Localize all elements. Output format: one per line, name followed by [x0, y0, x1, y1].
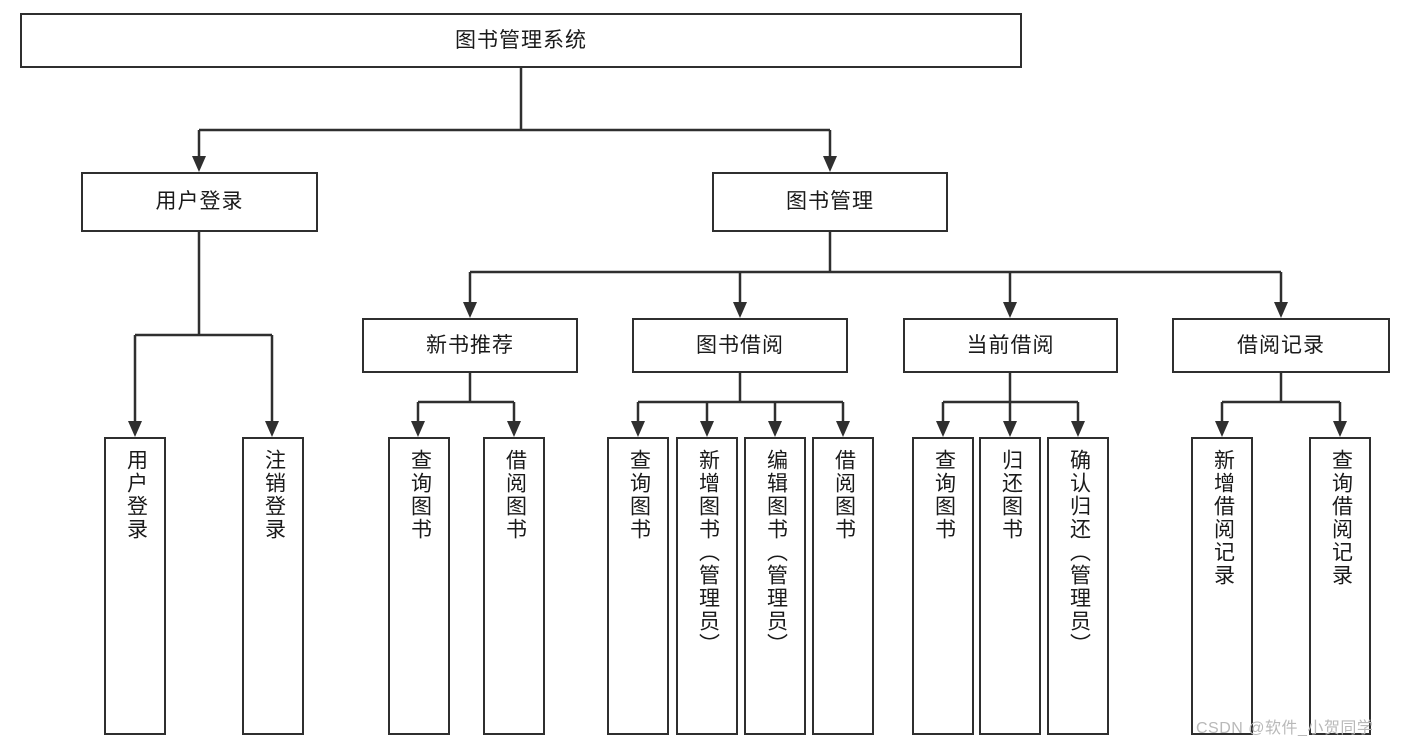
leaf-query-book-newbook[interactable]: 查询图书 — [388, 437, 450, 735]
leaf-add-book-admin-label: 新增图书（管理员） — [696, 449, 720, 656]
arrowhead-leaf-borrow-book-1 — [507, 421, 521, 437]
arrowhead-leaf-borrow-book-2 — [836, 421, 850, 437]
node-root-system-label: 图书管理系统 — [455, 28, 587, 52]
arrowhead-leaf-query-record — [1333, 421, 1347, 437]
node-new-book-recommend-label: 新书推荐 — [426, 333, 514, 357]
arrowhead-currentborrow — [1003, 302, 1017, 318]
leaf-edit-book-admin-label: 编辑图书（管理员） — [764, 449, 788, 656]
leaf-borrow-book-newbook-label: 借阅图书 — [503, 449, 527, 541]
arrowhead-leaf-return-book — [1003, 421, 1017, 437]
leaf-return-book[interactable]: 归还图书 — [979, 437, 1041, 735]
leaf-logout-label: 注销登录 — [262, 449, 286, 541]
node-book-borrow-label: 图书借阅 — [696, 333, 784, 357]
node-book-management[interactable]: 图书管理 — [712, 172, 948, 232]
leaf-add-borrow-record-label: 新增借阅记录 — [1211, 449, 1235, 587]
leaf-query-book-newbook-label: 查询图书 — [408, 449, 432, 541]
arrowhead-leaf-user-login — [128, 421, 142, 437]
arrowhead-leaf-query-book-2 — [631, 421, 645, 437]
leaf-confirm-return-admin-label: 确认归还（管理员） — [1067, 449, 1091, 656]
leaf-add-book-admin[interactable]: 新增图书（管理员） — [676, 437, 738, 735]
arrowhead-bookborrow — [733, 302, 747, 318]
leaf-query-book-borrow[interactable]: 查询图书 — [607, 437, 669, 735]
leaf-borrow-book-newbook[interactable]: 借阅图书 — [483, 437, 545, 735]
leaf-edit-book-admin[interactable]: 编辑图书（管理员） — [744, 437, 806, 735]
arrowhead-userlogin — [192, 156, 206, 172]
arrowhead-newbook — [463, 302, 477, 318]
leaf-add-borrow-record[interactable]: 新增借阅记录 — [1191, 437, 1253, 735]
node-book-borrow[interactable]: 图书借阅 — [632, 318, 848, 373]
leaf-borrow-book-borrow-label: 借阅图书 — [832, 449, 856, 541]
node-user-login-label: 用户登录 — [155, 190, 244, 214]
node-new-book-recommend[interactable]: 新书推荐 — [362, 318, 578, 373]
leaf-query-borrow-record[interactable]: 查询借阅记录 — [1309, 437, 1371, 735]
leaf-query-book-current-label: 查询图书 — [932, 449, 956, 541]
leaf-user-login[interactable]: 用户登录 — [104, 437, 166, 735]
arrowhead-leaf-logout — [265, 421, 279, 437]
node-current-borrow-label: 当前借阅 — [966, 333, 1055, 357]
watermark: CSDN @软件_小贺同学 — [1196, 720, 1374, 737]
leaf-return-book-label: 归还图书 — [999, 449, 1023, 541]
arrowhead-leaf-add-record — [1215, 421, 1229, 437]
node-borrow-record-label: 借阅记录 — [1237, 333, 1325, 357]
leaf-logout[interactable]: 注销登录 — [242, 437, 304, 735]
leaf-query-book-borrow-label: 查询图书 — [627, 449, 651, 541]
node-borrow-record[interactable]: 借阅记录 — [1172, 318, 1390, 373]
arrowhead-bookmgmt — [823, 156, 837, 172]
node-current-borrow[interactable]: 当前借阅 — [903, 318, 1118, 373]
leaf-borrow-book-borrow[interactable]: 借阅图书 — [812, 437, 874, 735]
node-root-system[interactable]: 图书管理系统 — [20, 13, 1022, 68]
arrowhead-leaf-confirm-return — [1071, 421, 1085, 437]
node-book-management-label: 图书管理 — [786, 190, 874, 214]
arrowhead-leaf-query-book-1 — [411, 421, 425, 437]
leaf-confirm-return-admin[interactable]: 确认归还（管理员） — [1047, 437, 1109, 735]
leaf-user-login-label: 用户登录 — [124, 449, 148, 541]
arrowhead-leaf-edit-book — [768, 421, 782, 437]
arrowhead-leaf-query-book-3 — [936, 421, 950, 437]
arrowhead-leaf-add-book — [700, 421, 714, 437]
node-user-login[interactable]: 用户登录 — [81, 172, 318, 232]
arrowhead-borrowrecord — [1274, 302, 1288, 318]
leaf-query-book-current[interactable]: 查询图书 — [912, 437, 974, 735]
leaf-query-borrow-record-label: 查询借阅记录 — [1329, 449, 1353, 587]
